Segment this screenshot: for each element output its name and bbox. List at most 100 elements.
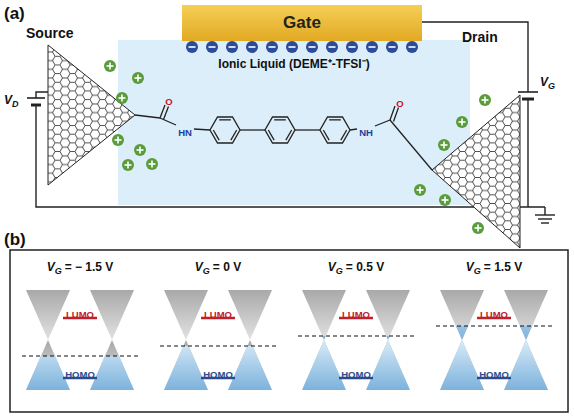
anion-symbol bbox=[369, 46, 376, 48]
anion-symbol bbox=[266, 41, 278, 53]
cation-symbol bbox=[109, 63, 111, 70]
ground-symbol bbox=[535, 207, 555, 223]
chemical-bond bbox=[394, 108, 399, 122]
anion-symbol bbox=[249, 46, 256, 48]
anion-symbol bbox=[406, 41, 418, 53]
benzene-ring bbox=[320, 117, 350, 143]
cation-symbol bbox=[456, 116, 468, 128]
filled-states bbox=[366, 340, 410, 390]
graphene-source bbox=[48, 45, 135, 185]
voltage-symbol: V bbox=[195, 260, 203, 274]
anion-symbol bbox=[289, 46, 296, 48]
chemical-bond bbox=[390, 120, 432, 170]
filled-states bbox=[440, 340, 484, 390]
benzene-ring bbox=[265, 117, 295, 143]
dirac-cone bbox=[26, 290, 70, 340]
orbital-label: LUMO bbox=[342, 304, 370, 322]
cation-symbol bbox=[137, 75, 139, 82]
cation-symbol bbox=[116, 92, 128, 104]
anion-symbol bbox=[349, 46, 356, 48]
orbital-label: HOMO bbox=[479, 364, 509, 382]
cation-symbol bbox=[479, 94, 491, 106]
chemical-bond bbox=[323, 130, 329, 140]
voltage-symbol: V bbox=[47, 260, 55, 274]
voltage-symbol: V bbox=[466, 260, 474, 274]
anion-symbol bbox=[246, 41, 258, 53]
voltage-label: VD bbox=[4, 90, 19, 109]
orbital-label: LUMO bbox=[480, 304, 508, 322]
cation-symbol bbox=[112, 134, 124, 146]
dirac-cone bbox=[164, 290, 208, 340]
dirac-cone bbox=[90, 340, 134, 390]
chemical-bond bbox=[286, 130, 292, 140]
atom-label: NH bbox=[359, 122, 373, 140]
electrode-label: Source bbox=[26, 25, 73, 41]
voltage-value: = 0 V bbox=[213, 260, 241, 274]
cation-symbol bbox=[419, 187, 421, 194]
dirac-cone bbox=[228, 290, 272, 340]
cation-symbol bbox=[461, 119, 463, 126]
atom-label: HN bbox=[178, 122, 192, 140]
cation-symbol bbox=[146, 158, 158, 170]
benzene-ring bbox=[210, 117, 240, 143]
orbital-label: LUMO bbox=[204, 304, 232, 322]
chemical-bond bbox=[274, 119, 286, 120]
chemical-bond bbox=[329, 119, 341, 120]
anion-symbol bbox=[306, 41, 318, 53]
chemical-bond bbox=[295, 129, 320, 130]
cation-symbol bbox=[444, 197, 446, 204]
panel-letter: (a) bbox=[4, 4, 25, 23]
cation-symbol bbox=[134, 144, 146, 156]
fermi-level bbox=[436, 325, 552, 326]
atom-label: O bbox=[165, 91, 172, 109]
chemical-bond bbox=[219, 119, 231, 120]
cation-symbol bbox=[414, 184, 426, 196]
node-label: Ionic Liquid (DEME⁺-TFSI⁻) bbox=[218, 55, 369, 72]
anion-symbol bbox=[186, 41, 198, 53]
chemical-bond bbox=[213, 130, 219, 140]
dirac-cone bbox=[302, 340, 346, 390]
electrode-label: Source bbox=[26, 24, 73, 42]
fermi-level bbox=[160, 345, 276, 346]
dirac-cone bbox=[90, 290, 134, 340]
fermi-level bbox=[298, 335, 414, 336]
cation-symbol bbox=[122, 159, 134, 171]
orbital-label: HOMO bbox=[341, 364, 371, 382]
orbital-label: HOMO bbox=[479, 369, 509, 380]
anion-symbol bbox=[189, 46, 196, 48]
panel-frame bbox=[10, 250, 568, 412]
anion-symbol bbox=[366, 41, 378, 53]
cation-symbol bbox=[472, 222, 484, 234]
anion-symbol bbox=[269, 46, 276, 48]
chemical-bond bbox=[240, 129, 265, 130]
molecule-and-ions bbox=[104, 41, 491, 234]
node-label: Gate bbox=[283, 13, 321, 33]
chemical-bond bbox=[135, 115, 160, 118]
anion-symbol bbox=[226, 41, 238, 53]
filled-states bbox=[440, 326, 484, 340]
dirac-cone bbox=[164, 340, 208, 390]
cation-symbol bbox=[104, 60, 116, 72]
cation-symbol bbox=[438, 139, 450, 151]
orbital-label: HOMO bbox=[65, 369, 95, 380]
chemical-bond bbox=[231, 130, 237, 140]
orbital-label: HOMO bbox=[65, 364, 95, 382]
dirac-cone bbox=[366, 290, 410, 340]
voltage-subscript: G bbox=[336, 266, 343, 276]
gate-electrode: Gate bbox=[182, 5, 422, 41]
voltage-symbol: V bbox=[540, 75, 548, 89]
voltage-subscript: D bbox=[12, 99, 19, 109]
anion-symbol bbox=[389, 46, 396, 48]
cation-symbol bbox=[117, 137, 119, 144]
gate-voltage-label: VG= 0.5 V bbox=[328, 257, 384, 276]
voltage-subscript: G bbox=[474, 266, 481, 276]
cation-symbol bbox=[484, 97, 486, 104]
gate-voltage-label: VG= 1.5 V bbox=[466, 257, 522, 276]
filled-states bbox=[90, 356, 134, 390]
panel-letter: (b) bbox=[4, 230, 26, 249]
anion-symbol bbox=[346, 41, 358, 53]
chemical-bond bbox=[375, 120, 390, 126]
filled-states bbox=[302, 340, 346, 390]
voltage-label: VG bbox=[540, 72, 555, 91]
ionic-liquid-region bbox=[118, 40, 470, 205]
